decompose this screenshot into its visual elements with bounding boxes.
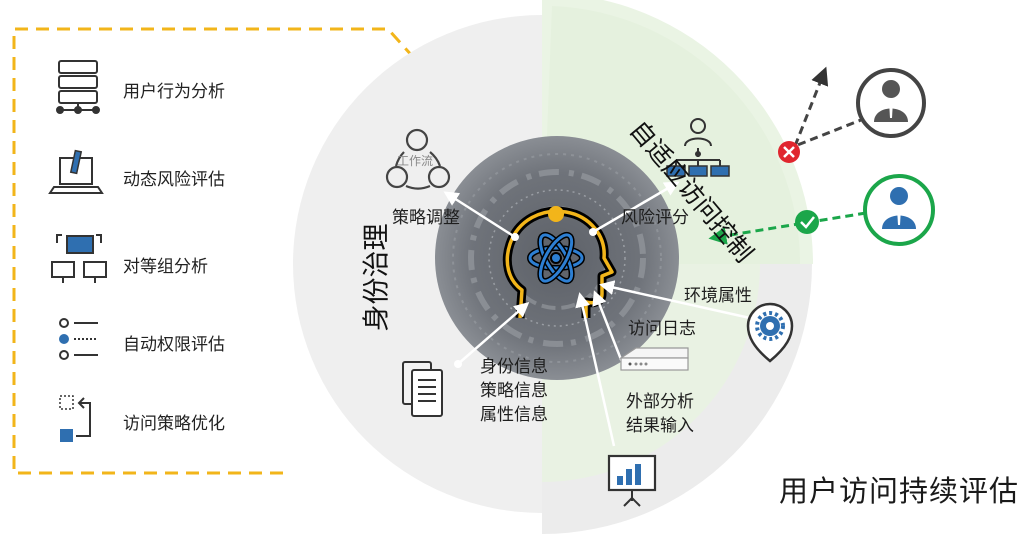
external-analysis-label: 外部分析 [626, 392, 694, 412]
log-server-icon [619, 347, 689, 371]
identity-info-label: 身份信息 [480, 357, 548, 377]
deny-arrow [793, 66, 829, 147]
laptop-pen-icon [48, 149, 104, 194]
risk-score-label: 风险评分 [621, 208, 689, 228]
panel-label-behavior-analysis: 用户行为分析 [123, 82, 225, 102]
deny-icon [778, 141, 800, 163]
denied-user-icon [856, 68, 926, 138]
access-log-label: 访问日志 [628, 319, 696, 339]
identity-governance-sector [293, 15, 542, 513]
allow-icon [795, 210, 819, 234]
policy-info-label: 策略信息 [480, 381, 548, 401]
document-icon [402, 361, 443, 417]
allowed-user-icon [863, 174, 935, 246]
presentation-chart-icon [607, 454, 657, 507]
diagram-title: 用户访问持续评估 [779, 474, 1020, 508]
location-gear-icon [746, 302, 794, 363]
identity-governance-label: 身份治理 [361, 223, 393, 332]
flow-arrows [443, 181, 751, 447]
attribute-info-label: 属性信息 [480, 405, 548, 425]
panel-label-risk-assessment: 动态风险评估 [123, 170, 225, 190]
panel-label-peer-group: 对等组分析 [123, 257, 208, 277]
panel-label-permission-assessment: 自动权限评估 [123, 335, 225, 355]
allow-arrow [708, 211, 867, 245]
workflow-icon [385, 128, 451, 190]
permission-list-icon [59, 318, 98, 360]
result-input-label: 结果输入 [626, 416, 694, 436]
panel-label-policy-optimization: 访问策略优化 [123, 414, 225, 434]
connector-dot [548, 206, 564, 222]
environment-attributes-label: 环境属性 [684, 286, 752, 306]
workflow-label: 工作流 [397, 154, 434, 168]
peer-group-icon [51, 234, 107, 283]
org-chart-icon [666, 118, 730, 177]
policy-optimize-icon [59, 395, 91, 442]
server-network-icon [56, 60, 100, 114]
policy-adjust-label: 策略调整 [392, 208, 460, 228]
